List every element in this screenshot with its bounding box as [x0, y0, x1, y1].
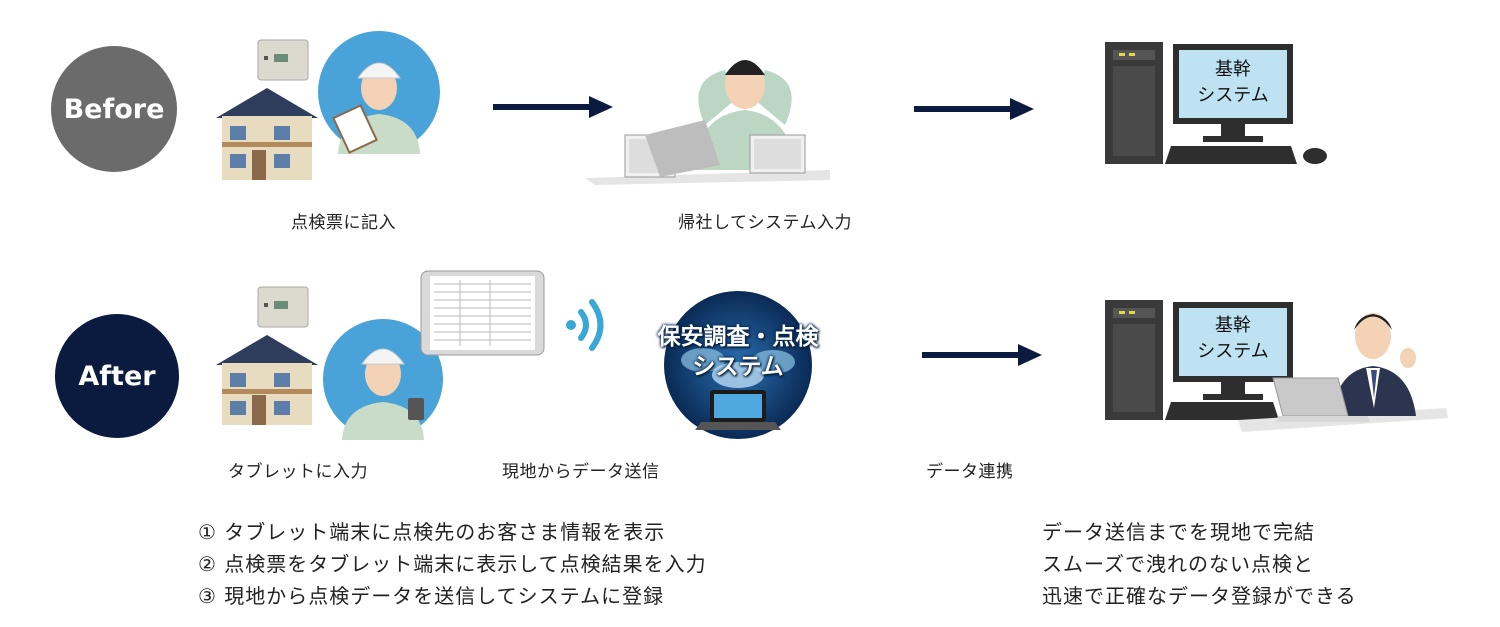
after-badge: After — [55, 314, 179, 438]
step-fill-form: 点検票に記入 — [291, 213, 396, 233]
screen-line: システム — [1197, 85, 1269, 106]
house-meter-illustration — [216, 39, 318, 180]
inspection-system-title: 保安調査・点検 システム — [648, 322, 828, 382]
inspection-system-illustration — [664, 291, 812, 439]
core-system-computer-illustration — [1105, 300, 1293, 420]
arrow-icon — [922, 344, 1042, 366]
step-return-input: 帰社してシステム入力 — [678, 213, 852, 233]
core-system-computer-illustration — [1105, 42, 1327, 164]
after-label: After — [78, 360, 156, 392]
step-send-data: 現地からデータ送信 — [502, 462, 660, 482]
arrow-icon — [493, 96, 613, 118]
stressed-worker-illustration — [585, 60, 830, 185]
system-title-line: 保安調査・点検 — [657, 324, 819, 350]
list-item: データ送信までを現地で完結 — [1042, 520, 1315, 544]
screen-line: システム — [1197, 341, 1269, 362]
system-title-line: システム — [692, 354, 784, 380]
core-system-screen-after: 基幹 システム — [1179, 313, 1287, 365]
numbered-steps-list: ① タブレット端末に点検先のお客さま情報を表示 ② 点検票をタブレット端末に表示… — [198, 516, 707, 612]
tablet-form-illustration — [420, 270, 545, 356]
list-item: スムーズで洩れのない点検と — [1042, 552, 1314, 576]
core-system-screen-before: 基幹 システム — [1179, 57, 1287, 109]
house-meter-illustration — [216, 286, 318, 425]
step-data-link: データ連携 — [926, 462, 1014, 482]
list-item: ① タブレット端末に点検先のお客さま情報を表示 — [198, 520, 666, 544]
worker-tablet-illustration — [323, 319, 443, 440]
businessman-laptop-illustration — [1238, 313, 1448, 432]
step-tablet-input: タブレットに入力 — [228, 462, 368, 482]
list-item: ③ 現地から点検データを送信してシステムに登録 — [198, 584, 665, 608]
list-item: 迅速で正確なデータ登録ができる — [1042, 584, 1357, 608]
wifi-signal-icon — [566, 299, 604, 351]
before-badge: Before — [51, 46, 177, 172]
screen-line: 基幹 — [1215, 315, 1251, 336]
screen-line: 基幹 — [1215, 59, 1251, 80]
worker-clipboard-illustration — [318, 31, 440, 154]
before-label: Before — [63, 93, 165, 125]
list-item: ② 点検票をタブレット端末に表示して点検結果を入力 — [198, 552, 707, 576]
benefits-list: データ送信までを現地で完結 スムーズで洩れのない点検と 迅速で正確なデータ登録が… — [1042, 516, 1357, 612]
arrow-icon — [914, 98, 1034, 120]
